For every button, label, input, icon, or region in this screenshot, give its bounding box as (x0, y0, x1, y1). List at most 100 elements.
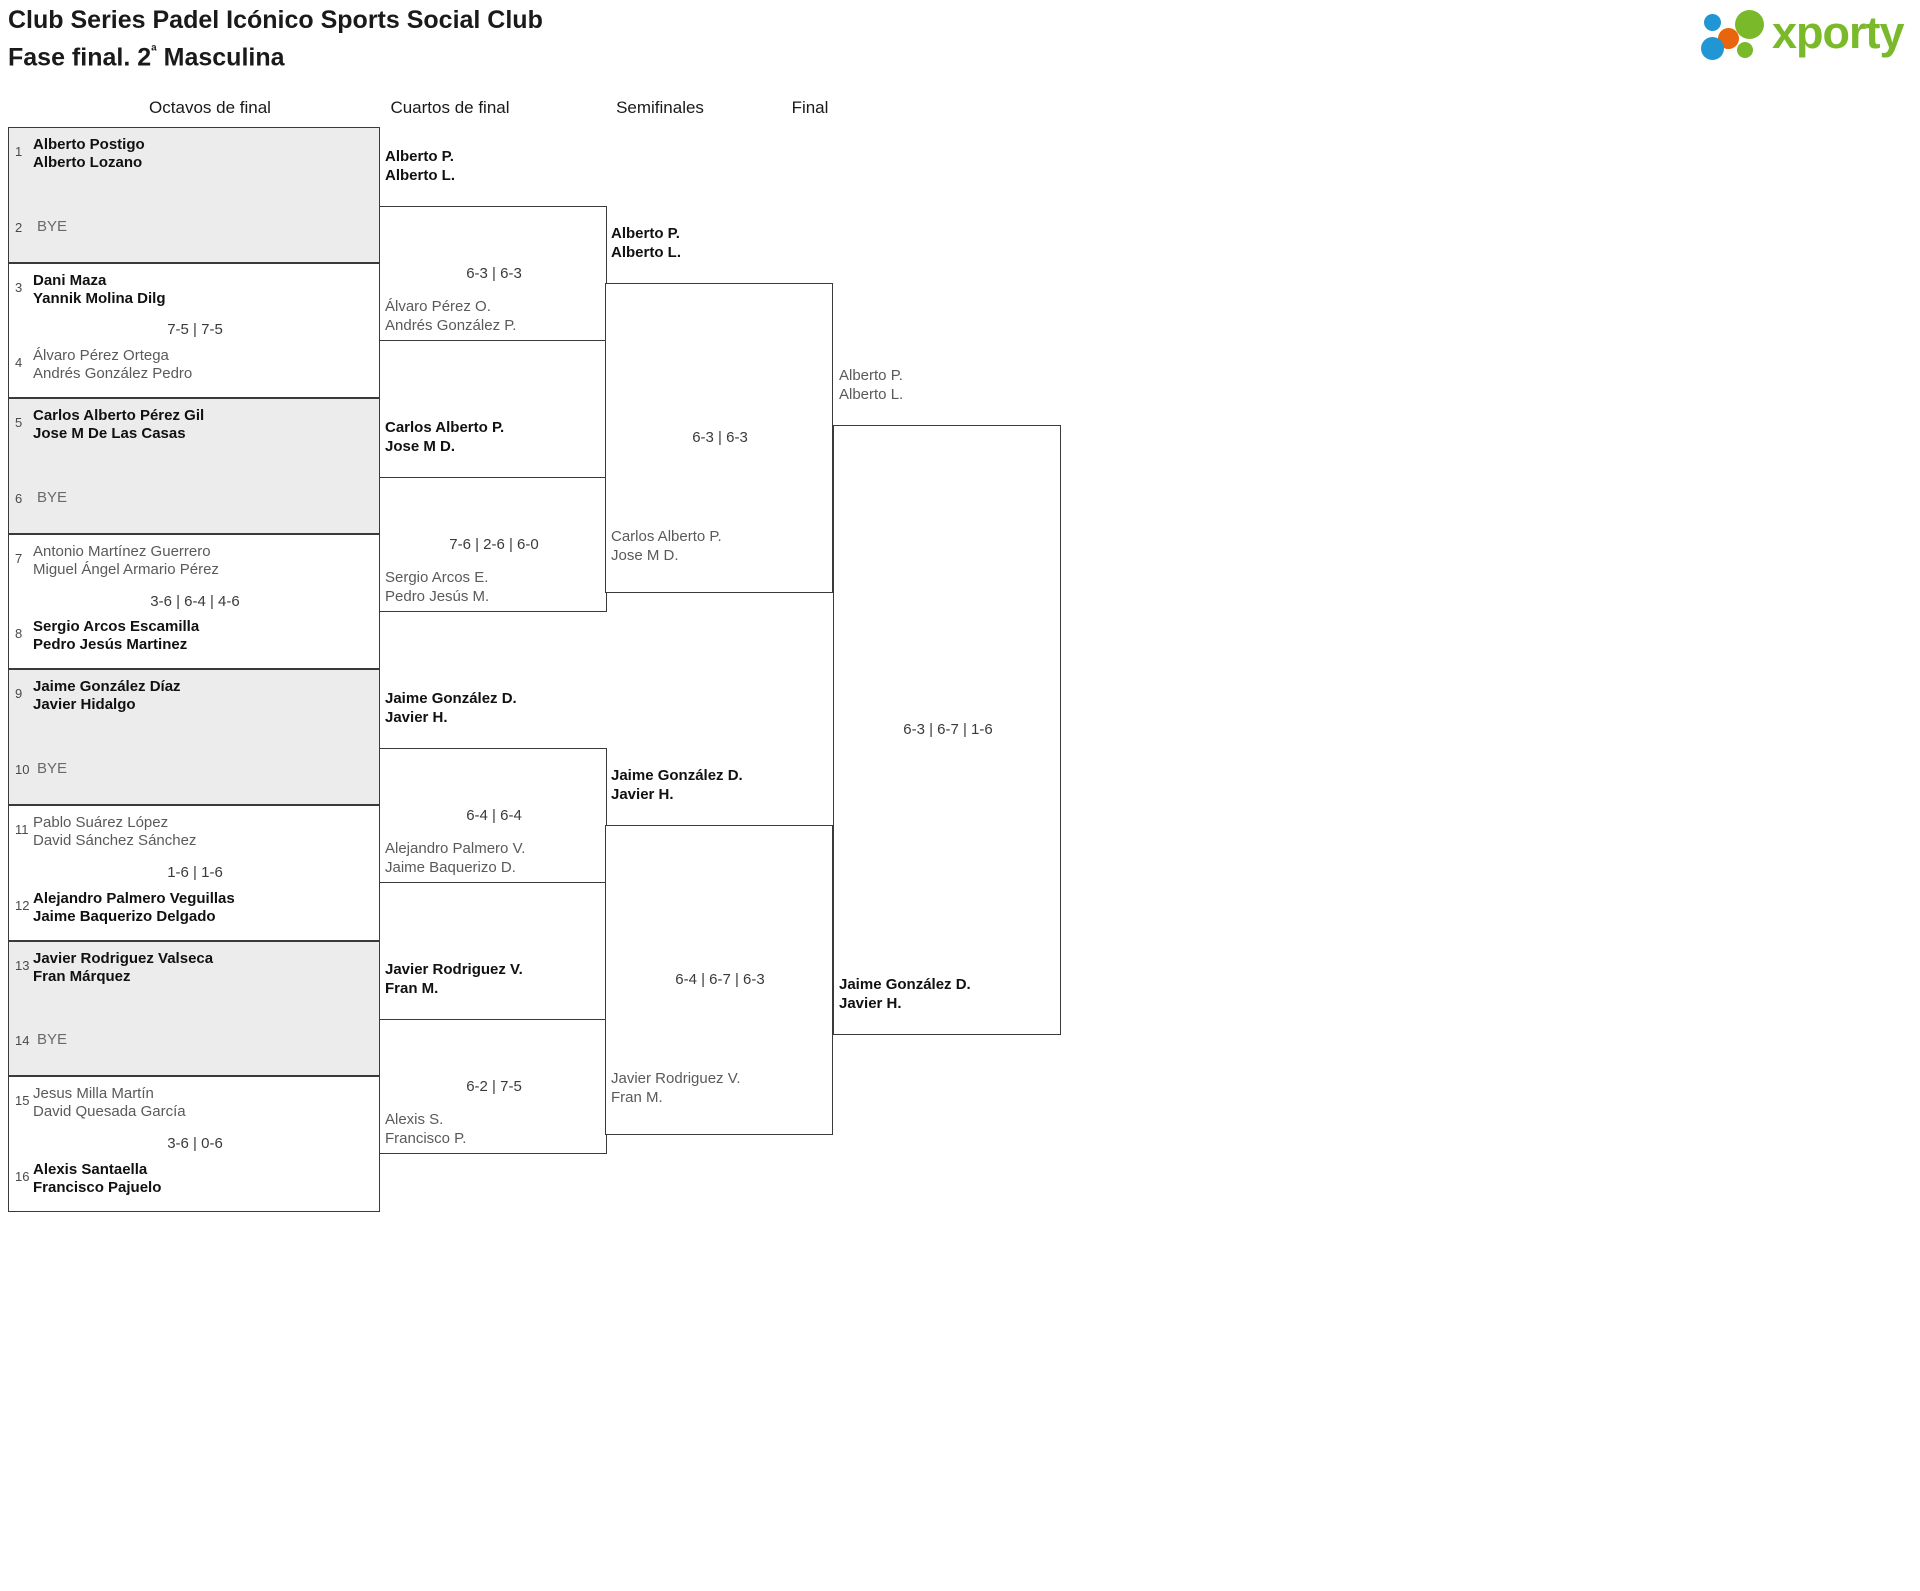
team-player-2: Javier Hidalgo (33, 696, 136, 714)
team-player-2: Alberto L. (839, 386, 904, 403)
team-player-1: Alberto P. (611, 225, 680, 242)
team-player-1: Sergio Arcos Escamilla (33, 618, 200, 636)
sf2-score: 6-4 | 6-7 | 6-3 (675, 971, 765, 988)
qf2-match-block[interactable]: 7-6 | 2-6 | 6-0 (379, 477, 607, 612)
team-player-2: Alberto L. (385, 167, 455, 184)
qf3-match-block[interactable]: 6-4 | 6-4 (379, 748, 607, 883)
team-player-2: Jaime Baquerizo D. (385, 859, 516, 876)
xporty-logo[interactable]: xporty (1700, 7, 1912, 60)
team-player-1: Jaime González Díaz (33, 678, 181, 696)
sf2-top-team-names: Jaime González D.Javier H. (611, 766, 743, 804)
team-player-1: Jaime González D. (611, 767, 743, 784)
team-player-1: Jaime González D. (839, 976, 971, 993)
team-player-2: David Quesada García (33, 1103, 186, 1121)
team-player-1: Carlos Alberto P. (385, 419, 505, 436)
logo-wordmark: xporty (1772, 7, 1905, 58)
team-player-2: Andrés González P. (385, 317, 517, 334)
page-title: Club Series Padel Icónico Sports Social … (8, 4, 543, 73)
team-player-1: Álvaro Pérez Ortega (33, 347, 169, 365)
logo-dots-icon (1700, 8, 1780, 60)
team-player-1: Javier Rodriguez V. (385, 961, 523, 978)
team-player-2: Javier H. (839, 995, 902, 1012)
logo-dot-green-small (1737, 42, 1753, 58)
team-player-1: Dani Maza (33, 271, 107, 289)
team-player-2: Javier H. (385, 709, 448, 726)
team-player-1: Alexis Santaella (33, 1160, 148, 1178)
final-score: 6-3 | 6-7 | 1-6 (903, 721, 993, 738)
round-header-qf: Cuartos de final (390, 98, 510, 117)
r16-bye-label: BYE (37, 488, 68, 506)
qf4-top-team-names: Javier Rodriguez V.Fran M. (385, 960, 523, 998)
qf4-score: 6-2 | 7-5 (466, 1077, 522, 1095)
r16-match-score: 3-6 | 6-4 | 4-6 (150, 592, 240, 610)
r16-bye-label: BYE (37, 217, 68, 235)
team-player-2: Jose M D. (611, 547, 679, 564)
sf1-score: 6-3 | 6-3 (692, 429, 748, 446)
phase-pre: Fase final. 2 (8, 43, 152, 72)
qf2-bottom-team-names: Sergio Arcos E.Pedro Jesús M. (385, 568, 489, 606)
team-player-1: Jesus Milla Martín (33, 1085, 154, 1103)
round-header-r16: Octavos de final (149, 98, 271, 117)
qf4-match-block[interactable]: 6-2 | 7-5 (379, 1019, 607, 1154)
team-player-1: Alexis S. (385, 1111, 444, 1128)
team-player-1: Alberto P. (385, 148, 454, 165)
logo-dot-green-big (1735, 10, 1764, 39)
r16-seed: 9 (15, 686, 23, 702)
qf4-bottom-team-names: Alexis S. Francisco P. (385, 1110, 466, 1148)
qf1-match-block[interactable]: 6-3 | 6-3 (379, 206, 607, 341)
team-player-1: Javier Rodriguez V. (611, 1070, 741, 1087)
final-match-block[interactable]: 6-3 | 6-7 | 1-6 (833, 425, 1061, 1035)
team-player-2: Pedro Jesús M. (385, 588, 490, 605)
r16-seed: 16 (15, 1168, 30, 1184)
team-player-1: Alberto Postigo (33, 136, 145, 153)
team-player-1: Alberto P. (839, 367, 903, 384)
qf3-bottom-team-names: Alejandro Palmero V.Jaime Baquerizo D. (385, 839, 525, 877)
team-player-2: Alberto Lozano (33, 154, 143, 171)
team-player-2: Fran M. (611, 1089, 663, 1106)
team-player-2: Miguel Ángel Armario Pérez (33, 560, 219, 578)
r16-seed: 15 (15, 1093, 30, 1109)
team-player-2: Yannik Molina Dilg (33, 289, 166, 307)
r16-seed: 8 (15, 626, 23, 642)
r16-seed: 1 (15, 144, 23, 159)
round-header-sf: Semifinales (616, 98, 704, 117)
sf2-bottom-team-names: Javier Rodriguez V. Fran M. (611, 1069, 741, 1107)
team-player-2: David Sánchez Sánchez (33, 832, 197, 849)
team-player-1: Carlos Alberto Pérez Gil (33, 407, 205, 425)
r16-match-score: 1-6 | 1-6 (167, 863, 223, 881)
team-player-2: Francisco P. (385, 1130, 467, 1147)
phase-post: Masculina (156, 43, 285, 72)
qf1-bottom-team-names: Álvaro Pérez O.Andrés González P. (385, 297, 516, 335)
qf1-score: 6-3 | 6-3 (466, 264, 522, 282)
team-player-2: Fran Márquez (33, 967, 131, 985)
r16-bye-label: BYE (37, 1031, 68, 1049)
qf3-top-team-names: Jaime González D. Javier H. (385, 689, 517, 727)
r16-seed: 3 (15, 279, 23, 295)
team-player-1: Alejandro Palmero Veguillas (33, 889, 235, 907)
sf2-match-block[interactable]: 6-4 | 6-7 | 6-3 (605, 825, 833, 1135)
tournament-phase: Fase final. 2ª Masculina (8, 36, 543, 73)
team-player-1: Carlos Alberto P. (611, 528, 722, 545)
sf1-match-block[interactable]: 6-3 | 6-3 (605, 283, 833, 593)
team-player-1: Javier Rodriguez Valseca (33, 949, 214, 967)
team-player-1: Jaime González D. (385, 690, 517, 707)
team-player-2: Jose M D. (385, 438, 456, 455)
team-player-2: Francisco Pajuelo (33, 1178, 162, 1196)
final-top-team-names: Alberto P. Alberto L. (839, 366, 903, 404)
qf2-score: 7-6 | 2-6 | 6-0 (449, 535, 539, 553)
r16-seed: 2 (15, 219, 23, 235)
